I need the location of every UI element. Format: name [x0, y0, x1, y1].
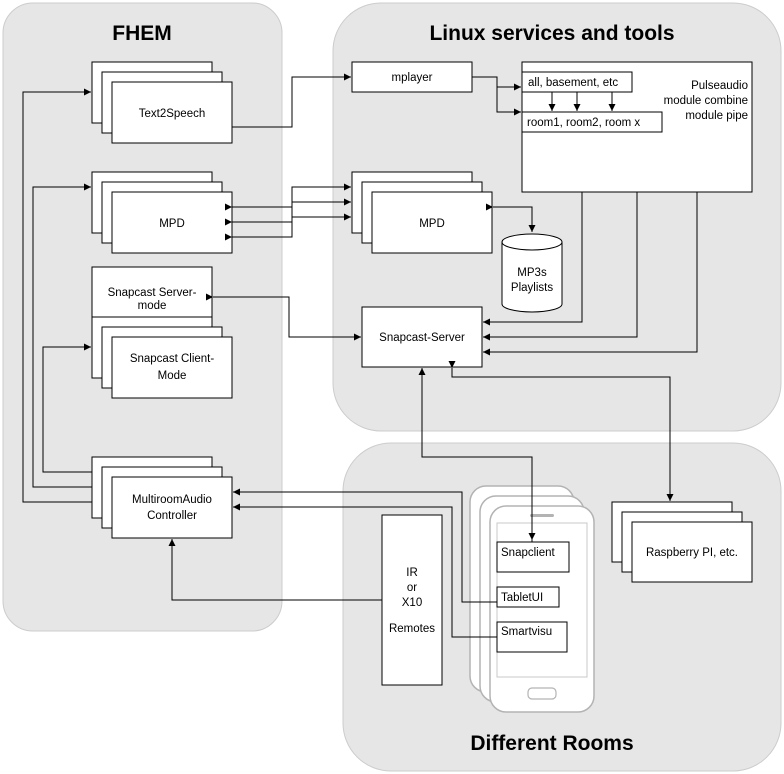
linux-pulseaudio[interactable]: Pulseaudio module combine module pipe al… [521, 61, 753, 193]
svg-text:Controller: Controller [147, 510, 197, 522]
fhem-title: FHEM [112, 22, 172, 45]
svg-text:or: or [407, 582, 417, 594]
svg-text:module combine: module combine [664, 95, 748, 107]
svg-text:Snapcast Client-: Snapcast Client- [130, 353, 215, 365]
svg-text:Mode: Mode [158, 370, 187, 382]
fhem-mpd[interactable]: MPD [91, 171, 233, 254]
svg-text:MP3s: MP3s [517, 267, 547, 279]
sink-rooms [521, 111, 663, 133]
fhem-snapcast-client-mode[interactable]: Snapcast Client- Mode [91, 316, 233, 399]
svg-text:Playlists: Playlists [511, 282, 553, 294]
tabletui-app[interactable]: TabletUI [496, 586, 560, 608]
ir-x10-remotes[interactable]: IR or X10 Remotes [381, 514, 443, 686]
fhem-snapcast-server-mode[interactable]: Snapcast Server- mode [91, 266, 213, 318]
svg-text:MPD: MPD [419, 218, 445, 230]
svg-text:mode: mode [138, 300, 167, 312]
svg-text:MultiroomAudio: MultiroomAudio [132, 494, 212, 506]
linux-mpd[interactable]: MPD [351, 171, 493, 254]
text2speech-label: Text2Speech [139, 108, 206, 120]
svg-text:IR: IR [406, 567, 418, 579]
svg-text:room1, room2, room x: room1, room2, room x [527, 117, 640, 129]
svg-text:Pulseaudio: Pulseaudio [691, 80, 748, 92]
svg-text:Smartvisu: Smartvisu [501, 626, 552, 638]
mp3s-playlists-database: MP3s Playlists [501, 233, 563, 313]
raspberry-pi[interactable]: Raspberry PI, etc. [611, 501, 753, 583]
svg-text:X10: X10 [402, 597, 422, 609]
svg-text:Snapcast-Server: Snapcast-Server [379, 332, 465, 344]
svg-text:Snapclient: Snapclient [501, 547, 556, 559]
svg-text:Raspberry PI, etc.: Raspberry PI, etc. [646, 547, 738, 559]
rooms-title: Different Rooms [470, 732, 633, 755]
svg-text:module pipe: module pipe [685, 110, 748, 122]
svg-text:Remotes: Remotes [389, 623, 435, 635]
linux-mplayer[interactable]: mplayer [351, 61, 473, 93]
snapclient-app[interactable]: Snapclient [496, 541, 570, 573]
svg-text:Snapcast Server-: Snapcast Server- [108, 287, 197, 299]
linux-snapcast-server[interactable]: Snapcast-Server [361, 306, 483, 368]
smartvisu-app[interactable]: Smartvisu [496, 621, 568, 653]
fhem-text2speech[interactable]: Text2Speech [91, 61, 233, 144]
connectors [22, 73, 698, 638]
fhem-mpd-label: MPD [159, 218, 185, 230]
fhem-multiroomaudio-controller[interactable]: MultiroomAudio Controller [91, 456, 233, 539]
linux-title: Linux services and tools [429, 22, 674, 45]
svg-text:TabletUI: TabletUI [501, 592, 543, 604]
svg-text:mplayer: mplayer [392, 72, 433, 84]
svg-text:all, basement, etc: all, basement, etc [528, 77, 618, 89]
